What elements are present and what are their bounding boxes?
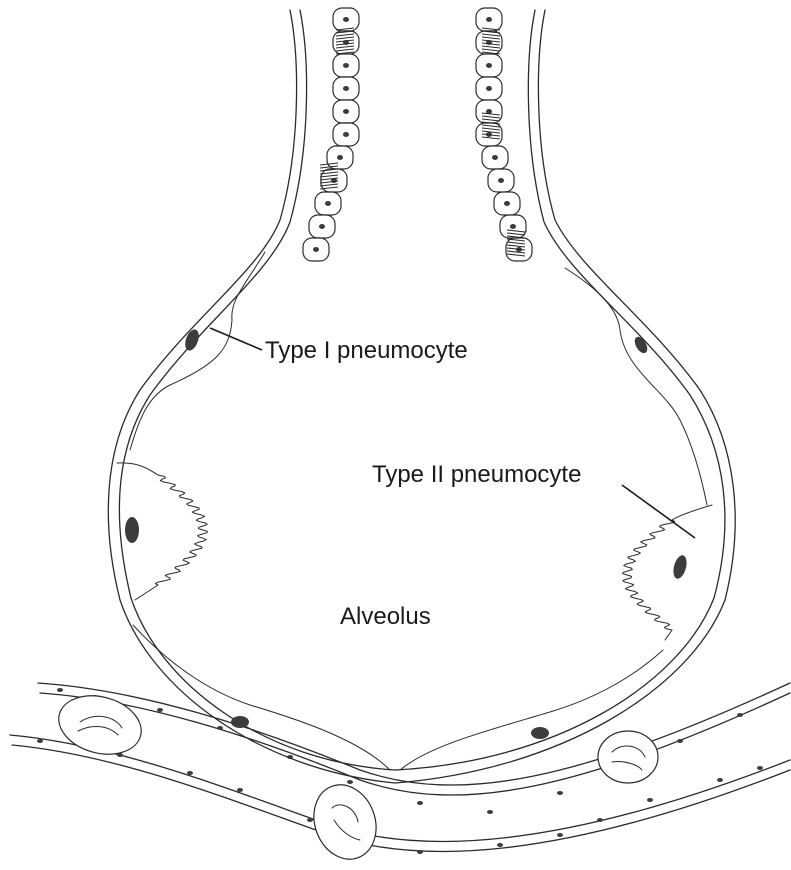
nucleus <box>486 86 492 91</box>
alveolus-wall-right-inner <box>395 10 725 770</box>
endothelial-nucleus <box>487 810 493 814</box>
endothelial-nucleus <box>307 818 313 822</box>
type1-leader-line <box>210 328 262 350</box>
capillary-wall-upper-inner <box>40 693 790 795</box>
nucleus <box>343 86 349 91</box>
endothelial-nucleus <box>417 850 423 854</box>
type1-pneumocyte-right <box>565 268 707 505</box>
alveolus-label: Alveolus <box>340 603 431 630</box>
red-blood-cell <box>598 731 658 783</box>
capillary <box>10 683 790 868</box>
endothelial-nucleus <box>157 708 163 712</box>
nucleus <box>343 17 349 22</box>
endothelial-nucleus <box>737 713 743 717</box>
endothelial-nucleus <box>217 726 223 730</box>
endothelial-nucleus <box>237 788 243 792</box>
alveolus-wall <box>108 10 735 783</box>
nucleus <box>183 328 202 353</box>
endothelial-nucleus <box>757 766 763 770</box>
endothelial-nucleus <box>497 843 503 847</box>
type2-pneumocyte-left <box>117 463 207 600</box>
endothelial-nuclei <box>37 688 763 854</box>
nucleus <box>313 247 319 252</box>
type1-pneumocyte-label: Type I pneumocyte <box>265 337 468 364</box>
endothelial-nucleus <box>677 739 683 743</box>
type2-pneumocyte-right <box>623 505 712 640</box>
nucleus <box>343 132 349 137</box>
nucleus <box>504 201 510 206</box>
nucleus <box>231 716 249 728</box>
nucleus <box>671 554 689 580</box>
nucleus <box>510 224 516 229</box>
nucleus <box>498 178 504 183</box>
endothelial-nucleus <box>557 791 563 795</box>
endothelial-nucleus <box>347 780 353 784</box>
red-blood-cell <box>304 776 386 868</box>
endothelial-nucleus <box>37 739 43 743</box>
nucleus <box>486 17 492 22</box>
nucleus <box>531 727 549 739</box>
nucleus <box>343 109 349 114</box>
endothelial-nucleus <box>57 688 63 692</box>
type1-pneumocyte-upper-left <box>130 252 265 450</box>
capillary-wall-upper-outer <box>38 683 790 785</box>
endothelial-nucleus <box>647 798 653 802</box>
endothelial-nucleus <box>597 818 603 822</box>
nucleus <box>337 155 343 160</box>
type2-pneumocyte-label: Type II pneumocyte <box>372 461 581 488</box>
nucleus <box>325 201 331 206</box>
red-blood-cell <box>52 687 148 763</box>
type1-pneumocyte-bottom-left <box>133 625 390 770</box>
nucleus <box>125 517 139 543</box>
capillary-wall-lower-inner <box>12 745 790 851</box>
endothelial-nucleus <box>417 801 423 805</box>
nucleus <box>343 63 349 68</box>
type2-leader-line <box>622 485 695 538</box>
nucleus <box>319 224 325 229</box>
endothelial-nucleus <box>717 778 723 782</box>
endothelial-nucleus <box>187 771 193 775</box>
nucleus <box>486 63 492 68</box>
alveolus-wall-right-outer <box>395 10 735 783</box>
endothelial-nucleus <box>557 833 563 837</box>
nucleus <box>492 155 498 160</box>
